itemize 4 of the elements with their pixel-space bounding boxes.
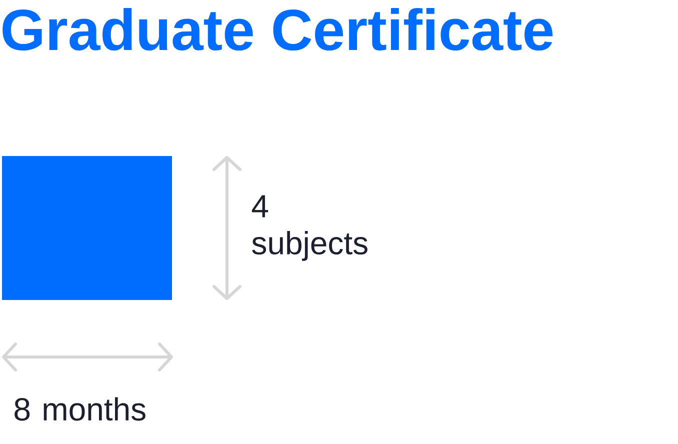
dimension-label: 4 subjects bbox=[252, 195, 368, 261]
square-block bbox=[2, 156, 172, 300]
dimension-label: 8 months bbox=[14, 397, 146, 421]
title: Graduate Certificate bbox=[2, 8, 553, 51]
